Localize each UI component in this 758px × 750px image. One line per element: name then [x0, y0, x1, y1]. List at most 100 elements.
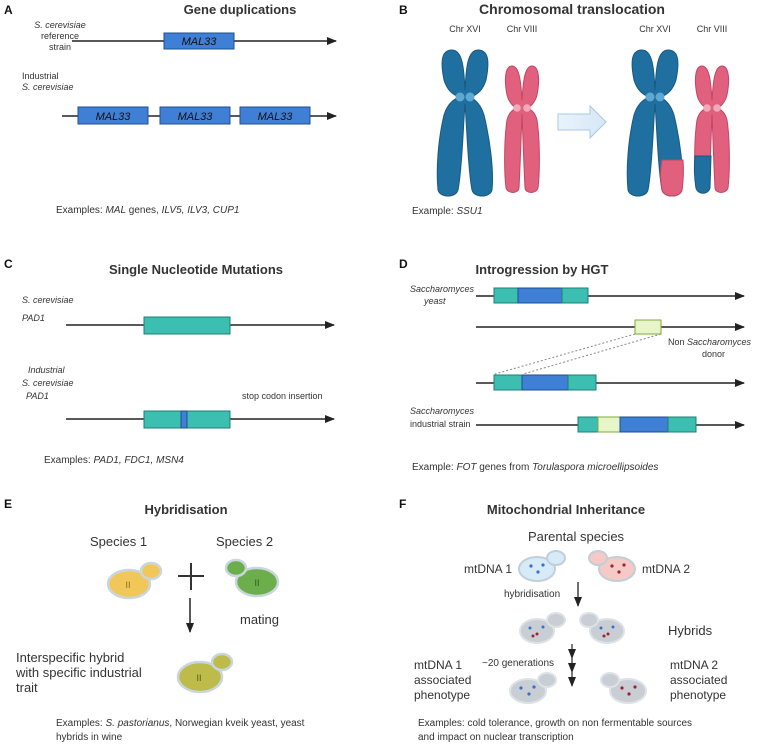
svg-text:II: II [196, 673, 201, 683]
yeast-species-2: II [224, 558, 280, 598]
panel-d-donor-gene-box [634, 319, 662, 335]
panel-a-ref-gene-box [163, 32, 235, 50]
panel-b-chr-xvi-label-2: Chr XVI [639, 24, 671, 34]
panel-a-ind-gene-label-2: MAL33 [178, 111, 214, 123]
panel-a-ref-gene-label: MAL33 [182, 36, 218, 48]
panel-a-title: Gene duplications [184, 2, 297, 17]
panel-c-ind-label-1: Industrial [28, 365, 66, 375]
panel-f: F Mitochondrial Inheritance Parental spe… [399, 497, 727, 743]
panel-d-sacch-gene-cluster [561, 287, 589, 304]
yeast-parental-2 [588, 550, 636, 582]
panel-a-ref-label-3: strain [49, 42, 71, 52]
panel-f-mt2-label: mtDNA 2 [642, 562, 690, 576]
panel-f-assoc2-label-3: phenotype [670, 688, 726, 702]
panel-a-ref-label-1: S. cerevisiae [34, 20, 86, 30]
panel-c: C Single Nucleotide Mutations S. cerevis… [4, 257, 335, 466]
panel-letter-f: F [399, 497, 406, 511]
panel-f-assoc1-label-3: phenotype [414, 688, 470, 702]
panel-a-ind-gene-box-1 [77, 106, 149, 125]
panel-letter-c: C [4, 257, 13, 271]
panel-d-donor-label-1: Non Saccharomyces [668, 337, 752, 347]
chromosome-viii-translocated [693, 65, 730, 194]
panel-c-stop-codon-mark [180, 410, 188, 429]
panel-e-title: Hybridisation [144, 502, 227, 517]
panel-a-ind-gene-label-1: MAL33 [96, 111, 132, 123]
panel-f-assoc2-label-2: associated [670, 673, 727, 687]
panel-a-ref-label-2: reference [41, 31, 79, 41]
translocated-segment-pink [660, 159, 684, 197]
panel-d-example: Example: FOT genes from Torulaspora micr… [412, 462, 658, 473]
panel-a-ind-label-2: S. cerevisiae [22, 82, 74, 92]
panel-e-examples-line-2: hybrids in wine [56, 732, 123, 743]
panel-letter-e: E [4, 497, 12, 511]
panel-d-ind-gene-cluster [667, 416, 697, 433]
panel-a-ind-gene-box-3 [239, 106, 311, 125]
panel-e-species-1: Species 1 [90, 534, 147, 549]
yeast-final-1 [509, 672, 557, 704]
panel-d-transfer-line-1 [494, 333, 636, 375]
panel-a-ind-gene-box-2 [159, 106, 231, 125]
panel-f-assoc2-label-1: mtDNA 2 [670, 658, 718, 672]
panel-d-title: Introgression by HGT [476, 262, 609, 277]
panel-c-title: Single Nucleotide Mutations [109, 262, 283, 277]
svg-text:II: II [125, 580, 130, 590]
panel-e-examples-line-1: Examples: S. pastorianus, Norwegian kvei… [56, 718, 305, 729]
panel-e-hybrid-label-1: Interspecific hybrid [16, 650, 124, 665]
panel-letter-a: A [4, 3, 13, 17]
yeast-species-1: II [106, 561, 163, 600]
panel-b-chr-viii-label-2: Chr VIII [697, 24, 728, 34]
panel-b-chr-xvi-label-1: Chr XVI [449, 24, 481, 34]
panel-e-hybrid-label-3: trait [16, 680, 38, 695]
panel-b-example: Example: SSU1 [412, 206, 483, 217]
panel-f-examples-line-2: and impact on nuclear transcription [418, 732, 574, 743]
panel-f-generations-label: ~20 generations [482, 658, 554, 669]
chromosome-viii-original [504, 65, 540, 193]
panel-d-sacch-label-2: yeast [423, 296, 446, 306]
panel-a-ind-label-1: Industrial [22, 71, 59, 81]
panel-a: A Gene duplications S. cerevisiae refere… [4, 2, 337, 216]
panel-d-intermediate-gene-cluster [567, 374, 597, 391]
panel-f-assoc1-label-1: mtDNA 1 [414, 658, 462, 672]
panel-d-sacch-label-1: Saccharomyces [410, 284, 475, 294]
chromosome-xvi-original [436, 49, 493, 197]
panel-f-parental-label: Parental species [528, 529, 625, 544]
panel-f-hybridisation-label: hybridisation [504, 589, 560, 600]
panel-b: B Chromosomal translocation Chr XVI Chr … [399, 1, 730, 217]
panel-d-ind-label-2: industrial strain [410, 419, 471, 429]
panel-f-title: Mitochondrial Inheritance [487, 502, 645, 517]
panel-d: D Introgression by HGT Saccharomyces yea… [399, 257, 752, 473]
panel-e: E Hybridisation Species 1 Species 2 II I… [4, 497, 305, 743]
panel-d-transfer-line-2 [522, 333, 662, 375]
panel-d-donor-label-2: donor [702, 349, 725, 359]
panel-c-sc-label: S. cerevisiae [22, 295, 74, 305]
panel-c-ind-label-2: S. cerevisiae [22, 378, 74, 388]
panel-e-mating-label: mating [240, 612, 279, 627]
panel-f-assoc1-label-2: associated [414, 673, 471, 687]
panel-b-transition-arrow [557, 104, 607, 140]
chromosome-xvi-translocated [626, 49, 684, 197]
svg-text:II: II [254, 578, 259, 588]
panel-b-chr-viii-label-1: Chr VIII [507, 24, 538, 34]
panel-c-stop-label: stop codon insertion [242, 391, 323, 401]
yeast-parental-1 [518, 550, 566, 582]
panel-f-mt1-label: mtDNA 1 [464, 562, 512, 576]
panel-c-gene-label-1: PAD1 [22, 313, 45, 323]
plus-icon [178, 563, 204, 590]
panel-a-ind-gene-label-3: MAL33 [258, 111, 294, 123]
yeast-hybrid: II [176, 652, 234, 694]
panel-f-hybrids-label: Hybrids [668, 623, 713, 638]
yeast-hybrid-1 [519, 612, 566, 644]
yeast-final-2 [600, 672, 647, 704]
panel-f-examples-line-1: Examples: cold tolerance, growth on non … [418, 718, 692, 729]
panel-c-ref-gene-box [143, 316, 231, 335]
panel-c-gene-label-2: PAD1 [26, 391, 49, 401]
panel-c-examples: Examples: PAD1, FDC1, MSN4 [44, 455, 184, 466]
panel-letter-d: D [399, 257, 408, 271]
translocated-segment-blue [693, 155, 712, 194]
panel-d-ind-label-1: Saccharomyces [410, 406, 475, 416]
panel-letter-b: B [399, 3, 408, 17]
panel-e-hybrid-label-2: with specific industrial [15, 665, 142, 680]
yeast-hybrid-2 [579, 612, 625, 644]
panel-a-examples: Examples: MAL genes, ILV5, ILV3, CUP1 [56, 205, 239, 216]
